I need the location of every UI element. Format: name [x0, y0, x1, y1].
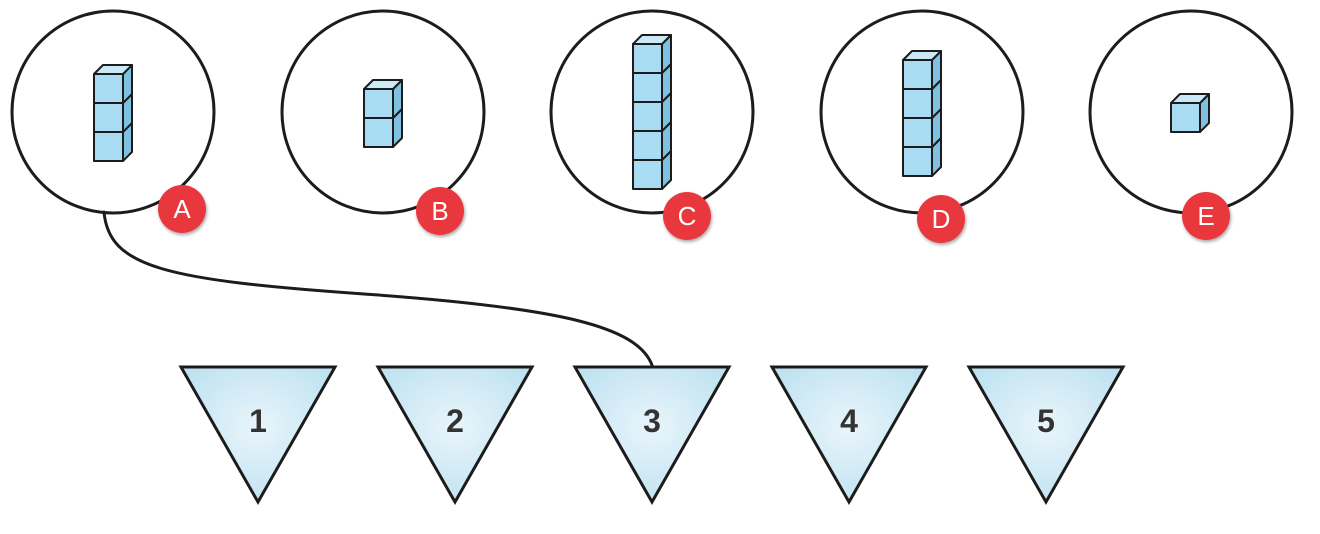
badge-circle: [416, 187, 464, 235]
cube: [902, 108, 942, 148]
triangle-shape: [966, 365, 1126, 506]
badge-circle: [158, 185, 206, 233]
cube: [632, 92, 672, 132]
badge-label: A: [173, 194, 191, 224]
circle-b[interactable]: B: [280, 9, 486, 235]
triangle-4[interactable]: 4: [769, 365, 929, 506]
circle-outline: [280, 9, 486, 215]
triangle-shape: [178, 365, 338, 506]
cube: [632, 63, 672, 103]
badge-circle: [663, 192, 711, 240]
circle-e[interactable]: E: [1088, 9, 1294, 240]
triangle-shape: [572, 365, 732, 506]
triangle-shape: [375, 365, 535, 506]
triangle-3[interactable]: 3: [572, 365, 732, 506]
cube: [93, 64, 133, 104]
cube: [632, 34, 672, 74]
badge-label: C: [678, 201, 697, 231]
triangle-number: 4: [840, 403, 858, 439]
circle-d[interactable]: D: [819, 9, 1025, 243]
cube-top-face: [1170, 93, 1210, 104]
cube-front-face: [363, 88, 394, 119]
cube-stack-e: [1170, 93, 1210, 133]
triangle-5[interactable]: 5: [966, 365, 1126, 506]
badge-circle: [917, 195, 965, 243]
cube-top-face: [93, 64, 133, 75]
badge-label: D: [932, 204, 951, 234]
cube-stack-b: [363, 79, 403, 148]
triangle-number: 2: [446, 403, 464, 439]
connections-layer: [102, 210, 654, 367]
circle-outline: [549, 9, 755, 215]
cube-top-face: [363, 79, 403, 90]
cube-front-face: [902, 88, 933, 119]
cube-front-face: [93, 131, 124, 162]
cube: [1170, 93, 1210, 133]
badge-e[interactable]: E: [1182, 192, 1230, 240]
cube-front-face: [363, 117, 394, 148]
triangle-number: 1: [249, 403, 267, 439]
badge-d[interactable]: D: [917, 195, 965, 243]
circle-a[interactable]: A: [10, 9, 216, 233]
cube-front-face: [902, 146, 933, 177]
cube-stack-d: [902, 50, 942, 177]
cube-top-face: [902, 50, 942, 61]
cube-front-face: [632, 159, 663, 190]
cube-front-face: [632, 72, 663, 103]
badge-c[interactable]: C: [663, 192, 711, 240]
badge-b[interactable]: B: [416, 187, 464, 235]
cube-front-face: [632, 43, 663, 74]
cube: [902, 79, 942, 119]
cube-front-face: [902, 117, 933, 148]
triangle-1[interactable]: 1: [178, 365, 338, 506]
cube-front-face: [93, 73, 124, 104]
badge-circle: [1182, 192, 1230, 240]
cube: [902, 50, 942, 90]
triangle-shape: [769, 365, 929, 506]
badge-label: E: [1197, 201, 1214, 231]
connection-line: [102, 210, 654, 367]
cube-stack-c: [632, 34, 672, 190]
cube-front-face: [93, 102, 124, 133]
cube-stack-a: [93, 64, 133, 162]
triangle-number: 3: [643, 403, 661, 439]
cube-front-face: [632, 130, 663, 161]
circle-c[interactable]: C: [549, 9, 755, 240]
triangle-number: 5: [1037, 403, 1055, 439]
cube-front-face: [902, 59, 933, 90]
circle-outline: [10, 9, 216, 215]
cube-front-face: [632, 101, 663, 132]
cube-front-face: [1170, 102, 1201, 133]
badge-label: B: [431, 196, 448, 226]
badge-a[interactable]: A: [158, 185, 206, 233]
triangle-2[interactable]: 2: [375, 365, 535, 506]
cube-top-face: [632, 34, 672, 45]
cube: [363, 79, 403, 119]
cube: [632, 150, 672, 190]
